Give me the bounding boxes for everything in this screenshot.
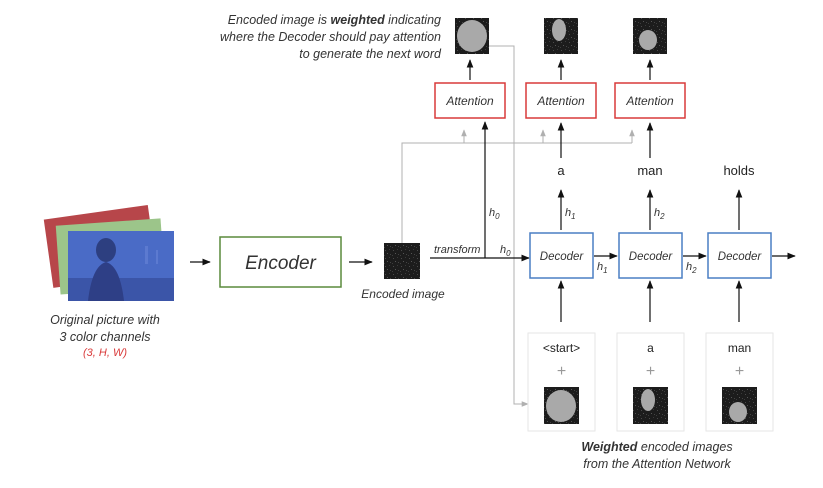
input-panel-1: <start> + xyxy=(527,332,596,432)
top-caption-weighted: weighted xyxy=(331,13,386,27)
decoder-label-2: Decoder xyxy=(629,251,674,263)
input-panel-2: a + xyxy=(616,332,685,432)
transform-label: transform xyxy=(434,244,480,256)
plus-sign-2: + xyxy=(646,363,655,380)
top-caption-line1-c: indicating xyxy=(385,13,441,27)
attention-map-3 xyxy=(633,18,667,54)
bottom-caption-line1-b: encoded images xyxy=(637,440,732,454)
top-caption-line2: where the Decoder should pay attention xyxy=(220,30,441,44)
h0-label-vertical: h0 xyxy=(489,207,500,221)
top-caption-line1-a: Encoded image is xyxy=(228,13,331,27)
input-word-1: <start> xyxy=(543,341,580,355)
encoder-box xyxy=(219,236,342,288)
svg-text:Weighted encoded images: Weighted encoded images xyxy=(581,440,732,454)
h2-label-horizontal: h2 xyxy=(686,261,697,275)
output-word-1: a xyxy=(557,163,565,178)
decoder-label-3: Decoder xyxy=(718,251,763,263)
attention-label-2: Attention xyxy=(536,94,585,108)
encoded-to-attention-bus xyxy=(401,142,632,243)
encoded-image-thumbnail xyxy=(384,243,420,279)
input-word-3: man xyxy=(728,341,751,355)
h2-label-vertical: h2 xyxy=(654,207,665,221)
encoded-image-label: Encoded image xyxy=(361,287,445,301)
weighted-image-1 xyxy=(544,387,579,424)
plus-sign-3: + xyxy=(735,363,744,380)
attention-box-2 xyxy=(525,82,597,119)
original-picture-stack xyxy=(43,204,174,301)
weighted-image-feedback-line xyxy=(471,45,529,407)
h1-label-horizontal: h1 xyxy=(597,261,608,275)
output-word-2: man xyxy=(637,163,662,178)
input-panel-3: man + xyxy=(705,332,774,432)
bottom-caption: Weighted encoded images from the Attenti… xyxy=(581,440,732,471)
input-caption-line2: 3 color channels xyxy=(59,330,150,344)
input-shape-label: (3, H, W) xyxy=(83,347,127,359)
attention-map-1 xyxy=(455,18,489,54)
weighted-image-2 xyxy=(633,387,668,424)
plus-sign-1: + xyxy=(557,363,566,380)
attention-label-1: Attention xyxy=(445,94,494,108)
gray-connectors xyxy=(401,45,635,407)
input-caption-line1: Original picture with xyxy=(50,313,160,327)
attention-row: Attention Attention Attention xyxy=(434,82,686,119)
decoder-box-3 xyxy=(707,232,772,279)
svg-text:Encoded image is weighted indi: Encoded image is weighted indicating xyxy=(228,13,441,27)
attention-box-1 xyxy=(434,82,506,119)
top-caption: Encoded image is weighted indicating whe… xyxy=(220,13,442,61)
attention-box-3 xyxy=(614,82,686,119)
weighted-image-3 xyxy=(722,387,757,424)
top-caption-line3: to generate the next word xyxy=(299,47,442,61)
encoder-label: Encoder xyxy=(245,253,316,274)
decoder-label-1: Decoder xyxy=(540,251,585,263)
attention-map-2 xyxy=(544,18,578,54)
decoder-box-2 xyxy=(618,232,683,279)
input-word-2: a xyxy=(647,341,654,355)
bottom-caption-line2: from the Attention Network xyxy=(583,457,731,471)
h1-label-vertical: h1 xyxy=(565,207,576,221)
attention-label-3: Attention xyxy=(625,94,674,108)
blue-channel-image xyxy=(68,231,174,301)
input-caption: Original picture with 3 color channels (… xyxy=(50,313,160,359)
decoder-row: Decoder Decoder Decoder xyxy=(529,232,772,279)
decoder-box-1 xyxy=(529,232,594,279)
output-word-3: holds xyxy=(723,163,755,178)
h0-label-bottom: h0 xyxy=(500,244,511,258)
bottom-caption-weighted: Weighted xyxy=(581,440,637,454)
